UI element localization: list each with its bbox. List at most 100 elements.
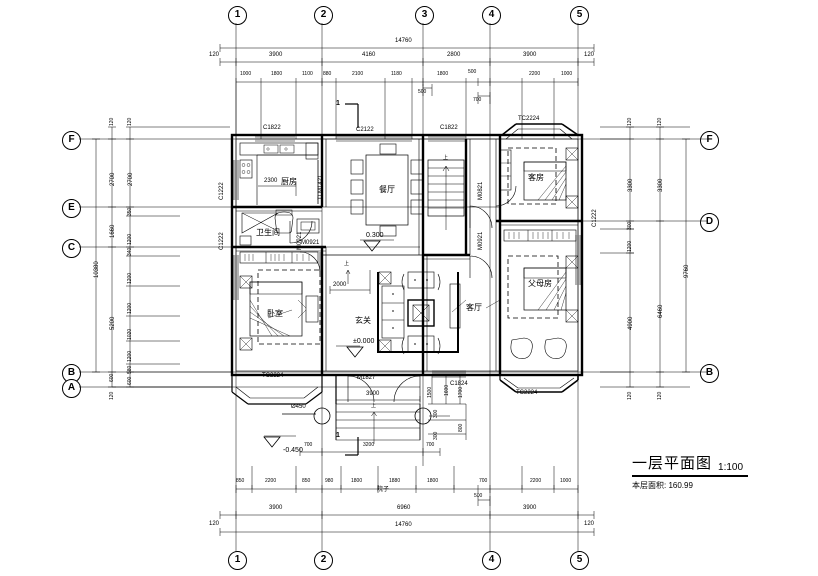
- dim-right-overall: 9760: [684, 264, 690, 278]
- column-label-diameter: Ø450: [291, 404, 306, 410]
- window-label-TC2224-bottom-right: TC2224: [516, 390, 538, 396]
- dim-bottom-extra-500: 500: [474, 493, 483, 499]
- dim-interior-300-b: 300: [433, 431, 439, 440]
- window-label-C1824: C1824: [450, 381, 468, 387]
- door-label-M0921-hall: M0921: [478, 231, 484, 250]
- grid-bubble-top-2: 2: [314, 6, 333, 25]
- room-label-kitchen: 厨房: [281, 177, 297, 186]
- grid-bubble-right-F: F: [700, 131, 719, 150]
- drawing-scale: 1:100: [718, 462, 744, 473]
- dim-bottom-sub-3: 850: [302, 478, 311, 484]
- grid-bubble-right-B: B: [700, 364, 719, 383]
- window-label-TC2224-bottom-left: TC2224: [262, 373, 284, 379]
- dim-interior-2300: 2300: [264, 178, 278, 184]
- room-label-guestroom: 客房: [528, 173, 544, 182]
- dim-left-edge-bottom: 120: [109, 391, 115, 400]
- dim-interior-300-a: 300: [433, 409, 439, 418]
- grid-bubble-bottom-4: 4: [482, 551, 501, 570]
- window-label-C1822-a: C1822: [263, 125, 281, 131]
- dim-bottom-inner-3: 700: [426, 442, 435, 448]
- dim-top-extra-700: 700: [473, 97, 482, 103]
- elevation-triangle-0000: [346, 346, 364, 358]
- dim-left-bay-2: 1660: [110, 224, 116, 238]
- dim-interior-2000: 2000: [333, 282, 347, 288]
- dim-left-sub-8: 1200: [127, 350, 133, 362]
- grid-bubble-bottom-1: 1: [228, 551, 247, 570]
- dim-bottom-sub-4: 980: [325, 478, 334, 484]
- dim-top-sub-2: 1800: [271, 71, 283, 77]
- dim-left-sub-10: 600: [127, 376, 133, 385]
- dim-top-edge-left: 120: [209, 52, 220, 58]
- grid-bubble-right-D: D: [700, 213, 719, 232]
- title-underline: [632, 475, 748, 477]
- dim-right-bay-2: 6460: [658, 304, 664, 318]
- dim-right-sub-2: 300: [627, 221, 633, 230]
- dim-top-sub-1: 1000: [240, 71, 252, 77]
- window-label-C1822-b: C1822: [440, 125, 458, 131]
- dim-top-overall: 14760: [395, 38, 412, 44]
- dim-left-sub-4: 340: [127, 247, 133, 256]
- window-label-C1222-left-b: C1222: [219, 232, 225, 250]
- elevation-triangle-m0450: [263, 436, 281, 448]
- door-label-TLM1421: TLM1421: [318, 174, 324, 200]
- dim-interior-3900: 3900: [366, 391, 380, 397]
- dim-top-sub-7: 1800: [437, 71, 449, 77]
- dim-right-bay-1: 3300: [628, 178, 634, 192]
- elevation-0300: 0.300: [366, 232, 384, 239]
- dim-interior-1700: 1700: [458, 386, 464, 398]
- dim-left-sub-7: 1020: [127, 328, 133, 340]
- dim-left-bay-4: 600: [109, 373, 115, 382]
- door-label-M1827: M1827: [357, 375, 376, 381]
- dim-bottom-inner-2: 3200: [363, 442, 375, 448]
- dim-bottom-edge-left: 120: [209, 521, 220, 527]
- dim-left-sub-9: 580: [127, 365, 133, 374]
- grid-bubble-bottom-2: 2: [314, 551, 333, 570]
- dim-bottom-sub-6: 1880: [389, 478, 401, 484]
- courtyard-label: 院子: [377, 487, 390, 493]
- dim-bottom-sub-5: 1800: [351, 478, 363, 484]
- dim-bottom-sub-9: 2200: [530, 478, 542, 484]
- room-label-bathroom: 卫生间: [256, 228, 280, 237]
- dim-top-sub-6: 1180: [391, 71, 402, 77]
- drawing-title: 一层平面图: [632, 455, 713, 472]
- dim-right-edge-top-b: 120: [657, 117, 663, 126]
- grid-bubble-left-C: C: [62, 239, 81, 258]
- dim-top-bay-2: 4160: [362, 52, 376, 58]
- grid-bubble-top-5: 5: [570, 6, 589, 25]
- window-label-TC2224-top: TC2224: [518, 116, 540, 122]
- dim-top-bay-1: 3900: [269, 52, 283, 58]
- dim-interior-800: 800: [458, 423, 464, 432]
- grid-bubble-left-F: F: [62, 131, 81, 150]
- grid-bubble-top-1: 1: [228, 6, 247, 25]
- dim-left-sub-3: 1200: [127, 233, 133, 245]
- stair-direction-up-1: 上: [443, 155, 449, 161]
- dim-bottom-inner-1: 700: [304, 442, 313, 448]
- dim-bottom-sub-2: 2200: [265, 478, 277, 484]
- grid-bubble-top-3: 3: [415, 6, 434, 25]
- dim-top-sub-4: 880: [323, 71, 332, 77]
- room-label-entrance-hall: 玄关: [355, 316, 371, 325]
- title-block: 一层平面图 1:100 本层面积: 160.99: [632, 452, 782, 491]
- grid-bubble-left-A: A: [62, 379, 81, 398]
- dim-top-bay-3: 2800: [447, 52, 461, 58]
- dim-bottom-overall: 14760: [395, 522, 412, 528]
- dim-bottom-sub-8: 700: [479, 478, 488, 484]
- dim-bottom-sub-10: 1000: [560, 478, 572, 484]
- room-label-bedroom: 卧室: [267, 309, 283, 318]
- grid-bubble-left-B: B: [62, 364, 81, 383]
- dim-top-sub-5: 2100: [352, 71, 364, 77]
- dim-left-edge-top-b: 120: [127, 117, 133, 126]
- room-label-living: 客厅: [466, 303, 482, 312]
- door-label-M0921-bath-b: M0921: [301, 240, 320, 246]
- dim-top-sub-3: 1100: [302, 71, 313, 77]
- room-label-parents-room: 父母房: [528, 279, 552, 288]
- dim-interior-1600: 1600: [444, 384, 450, 396]
- elevation-m0450: -0.450: [283, 447, 303, 454]
- stair-direction-up-2: 上: [344, 261, 350, 267]
- stair-direction-up-3: 上: [371, 403, 377, 409]
- dim-interior-1500: 1500: [427, 386, 433, 398]
- dim-bottom-bay-1: 3900: [269, 505, 283, 511]
- dim-right-edge-bottom-a: 120: [627, 391, 633, 400]
